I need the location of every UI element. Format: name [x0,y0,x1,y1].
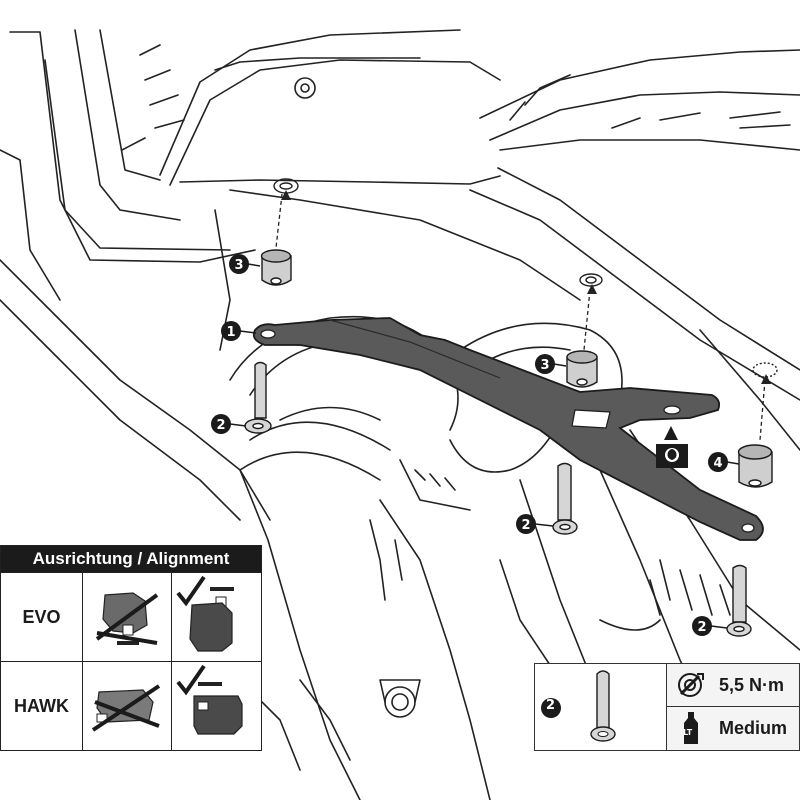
spacer-middle [566,350,598,388]
callout-2-right: 2 [692,616,728,636]
screw-right [726,564,752,637]
callout-1: 1 [221,321,257,341]
alignment-table-header: Ausrichtung / Alignment [1,546,261,572]
svg-text:2: 2 [521,518,530,533]
hawk-wrong-alignment [83,662,172,750]
hawk-correct-alignment [172,662,261,750]
alignment-row-label: EVO [1,573,83,661]
alignment-table: Ausrichtung / Alignment EVO HA [0,545,262,751]
spec-threadlocker-row: LT Medium [667,707,799,750]
svg-text:2: 2 [216,418,225,433]
torque-wrench-icon [678,673,704,697]
check-icon [176,664,206,696]
callout-2-middle: 2 [516,514,554,534]
threadlocker-icon-label: LT [683,728,693,737]
fastener-spec-box: 2 5,5 N·m LT Medium [534,663,800,751]
svg-text:3: 3 [234,258,243,273]
evo-correct-alignment [172,573,261,661]
svg-text:2: 2 [697,620,706,635]
alignment-row-label: HAWK [1,662,83,750]
svg-text:4: 4 [713,456,722,471]
torque-value: 5,5 N·m [719,675,785,695]
screw-left [244,361,272,434]
alignment-row-hawk: HAWK [1,661,261,750]
spec-callout-number: 2 [546,698,556,713]
spec-torque-row: 5,5 N·m [667,664,799,707]
threadlocker-bottle-icon [684,712,698,744]
svg-text:3: 3 [540,358,549,373]
alignment-row-evo: EVO [1,572,261,661]
mounting-bracket [252,317,764,541]
callout-4: 4 [708,452,740,472]
callout-3-left: 3 [229,254,261,274]
svg-text:1: 1 [226,325,235,340]
cross-icon [95,593,159,645]
spec-part-cell: 2 [535,664,667,750]
callout-3-middle: 3 [535,354,567,374]
check-icon [176,575,206,607]
spacer-right [737,444,773,488]
threadlocker-drop-icon [656,426,688,468]
cross-icon [91,684,161,732]
threadlocker-strength: Medium [719,718,788,738]
callout-2-left: 2 [211,414,247,434]
evo-wrong-alignment [83,573,172,661]
spacer-left [260,249,292,286]
screw-middle [552,462,578,535]
